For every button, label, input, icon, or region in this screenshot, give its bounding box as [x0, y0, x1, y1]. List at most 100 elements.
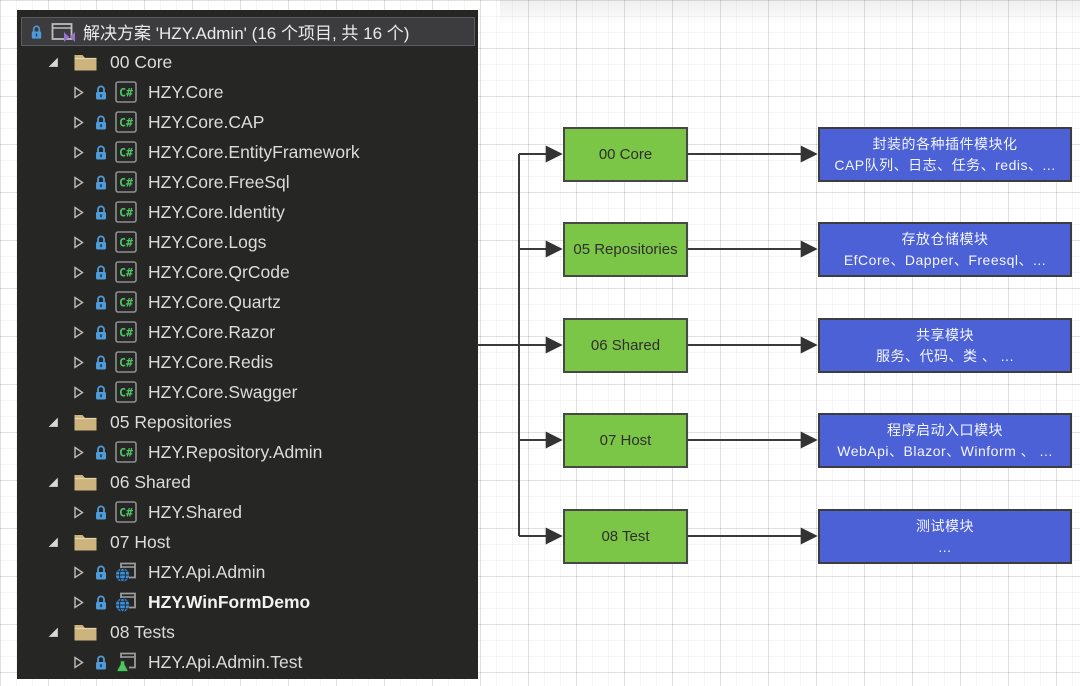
- collapsed-arrow-icon[interactable]: [73, 266, 85, 279]
- collapsed-arrow-icon[interactable]: [73, 236, 85, 249]
- lock-icon: [93, 564, 109, 581]
- collapsed-arrow-icon[interactable]: [73, 446, 85, 459]
- diagram-node-core: 00 Core: [563, 127, 688, 182]
- diagram-node-host: 07 Host: [563, 413, 688, 468]
- diagram-desc-host: 程序启动入口模块 WebApi、Blazor、Winform 、 ...: [818, 413, 1072, 468]
- tree-item-label: HZY.Repository.Admin: [148, 441, 323, 462]
- collapsed-arrow-icon[interactable]: [73, 326, 85, 339]
- tree-item-project-startup[interactable]: HZY.WinFormDemo: [17, 587, 478, 617]
- tree-item-label: HZY.Core.EntityFramework: [148, 141, 360, 162]
- tree-item-folder[interactable]: 00 Core: [17, 47, 478, 77]
- tree-item-project[interactable]: HZY.Core.FreeSql: [17, 167, 478, 197]
- diagram-desc-shared: 共享模块 服务、代码、类 、 ...: [818, 318, 1072, 373]
- expanded-arrow-icon[interactable]: [47, 476, 60, 489]
- tree-item-folder[interactable]: 05 Repositories: [17, 407, 478, 437]
- solution-header-row[interactable]: 解决方案 'HZY.Admin' (16 个项目, 共 16 个): [21, 17, 475, 46]
- tree-item-project[interactable]: HZY.Core.CAP: [17, 107, 478, 137]
- tree-item-project[interactable]: HZY.Core.QrCode: [17, 257, 478, 287]
- folder-icon: [73, 52, 98, 72]
- tree-item-project[interactable]: HZY.Core.Identity: [17, 197, 478, 227]
- node-label: 06 Shared: [590, 337, 661, 354]
- solution-title: 解决方案 'HZY.Admin' (16 个项目, 共 16 个): [83, 24, 410, 43]
- diagram-desc-test: 测试模块 ...: [818, 509, 1072, 564]
- diagram-desc-repositories: 存放仓储模块 EfCore、Dapper、Freesql、...: [818, 222, 1072, 277]
- lock-icon: [93, 114, 109, 131]
- solution-explorer-panel: 解决方案 'HZY.Admin' (16 个项目, 共 16 个) 00 Cor…: [17, 10, 478, 679]
- csharp-project-icon: [114, 260, 138, 284]
- tree-item-project[interactable]: HZY.Repository.Admin: [17, 437, 478, 467]
- desc-line1: 程序启动入口模块: [887, 422, 1003, 439]
- folder-icon: [73, 472, 98, 492]
- tree-item-label: HZY.Api.Admin.Test: [148, 651, 303, 672]
- csharp-project-icon: [114, 290, 138, 314]
- lock-icon: [93, 654, 109, 671]
- tree-item-folder[interactable]: 08 Tests: [17, 617, 478, 647]
- tree-item-label: HZY.Api.Admin: [148, 561, 266, 582]
- solution-icon: [51, 21, 76, 43]
- collapsed-arrow-icon[interactable]: [73, 296, 85, 309]
- tree-item-label: 05 Repositories: [110, 411, 232, 432]
- tree-item-label: HZY.Core.FreeSql: [148, 171, 290, 192]
- collapsed-arrow-icon[interactable]: [73, 356, 85, 369]
- tree-item-project[interactable]: HZY.Core.Razor: [17, 317, 478, 347]
- csharp-project-icon: [114, 80, 138, 104]
- tree-item-project[interactable]: HZY.Core.Redis: [17, 347, 478, 377]
- csharp-project-icon: [114, 380, 138, 404]
- tree-item-label: HZY.WinFormDemo: [148, 591, 311, 612]
- expanded-arrow-icon[interactable]: [47, 416, 60, 429]
- lock-icon: [93, 354, 109, 371]
- web-project-icon: [114, 560, 138, 584]
- tree-item-project[interactable]: HZY.Core.EntityFramework: [17, 137, 478, 167]
- diagram-node-repositories: 05 Repositories: [563, 222, 688, 277]
- lock-icon: [93, 294, 109, 311]
- tree-item-project[interactable]: HZY.Core.Swagger: [17, 377, 478, 407]
- lock-icon: [93, 384, 109, 401]
- collapsed-arrow-icon[interactable]: [73, 386, 85, 399]
- node-label: 00 Core: [598, 146, 653, 163]
- lock-icon: [93, 234, 109, 251]
- tree-item-project[interactable]: HZY.Api.Admin: [17, 557, 478, 587]
- csharp-project-icon: [114, 350, 138, 374]
- node-label: 07 Host: [599, 432, 652, 449]
- desc-line2: ...: [938, 538, 952, 555]
- lock-icon: [93, 174, 109, 191]
- tree-item-label: HZY.Shared: [148, 501, 243, 522]
- tree-item-folder[interactable]: 06 Shared: [17, 467, 478, 497]
- collapsed-arrow-icon[interactable]: [73, 86, 85, 99]
- collapsed-arrow-icon[interactable]: [73, 596, 85, 609]
- tree-item-label: HZY.Core.QrCode: [148, 261, 290, 282]
- grid-top-shadow: [500, 0, 1080, 26]
- expanded-arrow-icon[interactable]: [47, 536, 60, 549]
- lock-icon: [93, 264, 109, 281]
- lock-icon: [93, 444, 109, 461]
- lock-icon: [93, 84, 109, 101]
- collapsed-arrow-icon[interactable]: [73, 566, 85, 579]
- folder-icon: [73, 532, 98, 552]
- tree-item-folder[interactable]: 07 Host: [17, 527, 478, 557]
- desc-line1: 测试模块: [916, 518, 974, 535]
- tree-item-project[interactable]: HZY.Core: [17, 77, 478, 107]
- collapsed-arrow-icon[interactable]: [73, 506, 85, 519]
- lock-icon: [93, 504, 109, 521]
- collapsed-arrow-icon[interactable]: [73, 656, 85, 669]
- desc-line2: WebApi、Blazor、Winform 、 ...: [837, 442, 1053, 459]
- tree-item-label: 08 Tests: [110, 621, 175, 642]
- tree-item-project[interactable]: HZY.Core.Quartz: [17, 287, 478, 317]
- tree-item-project[interactable]: HZY.Core.Logs: [17, 227, 478, 257]
- csharp-project-icon: [114, 440, 138, 464]
- csharp-project-icon: [114, 320, 138, 344]
- lock-icon: [93, 324, 109, 341]
- node-label: 05 Repositories: [573, 241, 678, 258]
- tree-item-project[interactable]: HZY.Shared: [17, 497, 478, 527]
- folder-icon: [73, 412, 98, 432]
- collapsed-arrow-icon[interactable]: [73, 206, 85, 219]
- collapsed-arrow-icon[interactable]: [73, 116, 85, 129]
- collapsed-arrow-icon[interactable]: [73, 146, 85, 159]
- tree-item-project[interactable]: HZY.Api.Admin.Test: [17, 647, 478, 677]
- tree-item-label: HZY.Core.Identity: [148, 201, 285, 222]
- tree-item-label: HZY.Core.CAP: [148, 111, 265, 132]
- expanded-arrow-icon[interactable]: [47, 56, 60, 69]
- collapsed-arrow-icon[interactable]: [73, 176, 85, 189]
- folder-icon: [73, 622, 98, 642]
- expanded-arrow-icon[interactable]: [47, 626, 60, 639]
